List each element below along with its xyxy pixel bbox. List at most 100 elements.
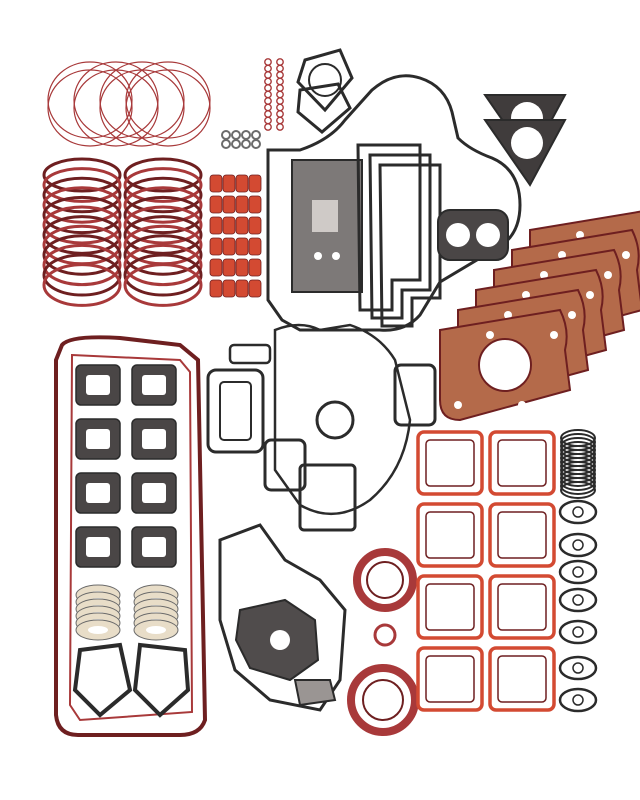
thin-o-ring-set [47,61,211,147]
small-o-ring-column [221,58,284,149]
timing-cover-hole [314,252,322,260]
valve-stem-seal [222,174,236,193]
rect-port [206,368,265,454]
head-gasket-bolt-hole [454,401,462,409]
front-cover-bore [270,630,290,650]
liner-o-ring [123,243,203,287]
triangle-flange-outline [296,48,354,113]
head-gasket-bore [478,338,532,392]
small-flange-bore [572,539,584,551]
valve-stem-seal-set [209,174,262,298]
small-flange-gasket [558,499,598,525]
head-gasket-bolt-hole [518,401,526,409]
valve-stem-seal [222,258,236,277]
crankshaft-seal [347,548,419,736]
small-flange-bore [572,594,584,606]
small-washer [241,139,251,149]
small-washer [221,139,231,149]
valve-stem-seal [235,279,249,298]
manifold-gasket-port [86,483,110,503]
small-seal [373,623,397,647]
valve-stem-seal [248,174,262,193]
liner-o-ring [42,215,122,255]
valve-stem-seal [248,258,262,277]
cylinder-head-gasket-stack [439,210,640,422]
front-cover-gasket [218,523,347,712]
valve-stem-seal [222,279,236,298]
head-gasket-bolt-hole [586,291,594,299]
valve-stem-seal [209,174,223,193]
thin-o-ring [125,69,211,147]
small-flange-bore [572,662,584,674]
front-cover-outline [218,523,347,712]
valve-stem-seal [209,216,223,235]
stepped-gasket-stack [356,143,422,312]
thin-o-ring [47,69,133,147]
water-pump-bore [315,400,355,440]
head-gasket-bolt-hole [550,331,558,339]
stepped-gasket-stack [368,153,432,320]
small-flange-gasket [558,559,598,585]
metal-washer [560,477,596,495]
crank-seal-outer [353,548,417,612]
triangle-shim-pair [72,642,191,718]
rocker-cover-outline [416,646,484,712]
rect-port [393,363,437,427]
liner-o-ring [42,243,122,287]
small-flange-bore [572,694,584,706]
small-flange-bore [572,566,584,578]
valve-stem-seal [235,237,249,256]
liner-o-ring [42,253,122,297]
rectangular-port-gasket [206,343,437,532]
washer-stack [560,429,596,499]
liner-o-ring [123,253,203,297]
triangle-shim [132,642,191,718]
rocker-cover-inner [497,511,547,559]
triangle-flange-bore [511,127,543,159]
timing-cover-outline [266,74,522,332]
thin-o-ring [73,69,159,147]
metal-washer [560,481,596,499]
valve-stem-seal [222,216,236,235]
oil-pan-outline-inner [68,353,194,722]
liner-o-ring [42,205,122,245]
liner-o-ring [123,195,203,235]
valve-stem-seal [209,279,223,298]
crank-seal-inner [366,561,404,599]
rocker-cover-gasket [416,430,556,712]
rocker-cover-inner [497,583,547,631]
rocker-cover-outline [488,502,556,568]
timing-cover-slot [312,200,338,232]
fiber-washer-hole [88,626,108,634]
small-flange [293,679,337,707]
liner-o-ring [123,215,203,255]
triangle-flange-gasket [296,48,354,134]
rocker-cover-outline [488,430,556,496]
rect-port [298,463,357,532]
liner-o-ring [42,157,122,193]
valve-stem-seal [222,195,236,214]
liner-o-ring [123,176,203,214]
liner-o-ring [42,263,122,307]
liner-o-ring [42,234,122,276]
liner-o-ring [123,263,203,307]
valve-stem-seal [248,279,262,298]
valve-stem-seal [209,258,223,277]
head-gasket-bolt-hole [558,251,566,259]
manifold-gasket-port [142,375,166,395]
rocker-cover-outline [416,502,484,568]
stepped-gasket-stack [378,163,442,328]
small-flange-bore [572,626,584,638]
valve-stem-seal [248,195,262,214]
oil-pan-outline [54,335,208,737]
manifold-gasket-port [86,429,110,449]
liner-o-ring [42,186,122,224]
triangle-flange-gasket [483,94,567,187]
small-flange-gasket [558,532,598,558]
rocker-cover-inner [425,655,475,703]
small-flange-bore [572,506,584,518]
valve-stem-seal [248,237,262,256]
head-gasket-bolt-hole [604,271,612,279]
small-washer [251,139,261,149]
